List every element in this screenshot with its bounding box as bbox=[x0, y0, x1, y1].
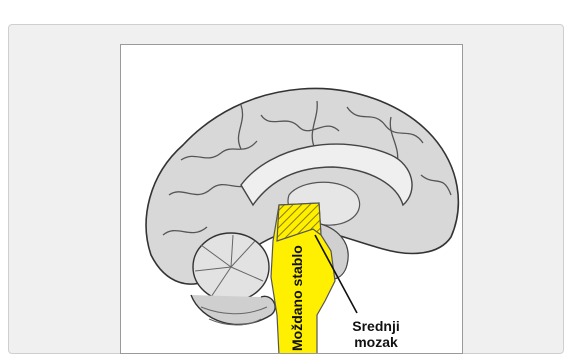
cerebellum-illustration bbox=[191, 233, 275, 325]
brainstem-label: Moždano stablo bbox=[289, 245, 305, 351]
brain-figure: Moždano stablo Srednji mozak bbox=[120, 44, 463, 354]
callout-label-line1: Srednji bbox=[352, 318, 399, 334]
callout-label-line2: mozak bbox=[354, 334, 398, 350]
